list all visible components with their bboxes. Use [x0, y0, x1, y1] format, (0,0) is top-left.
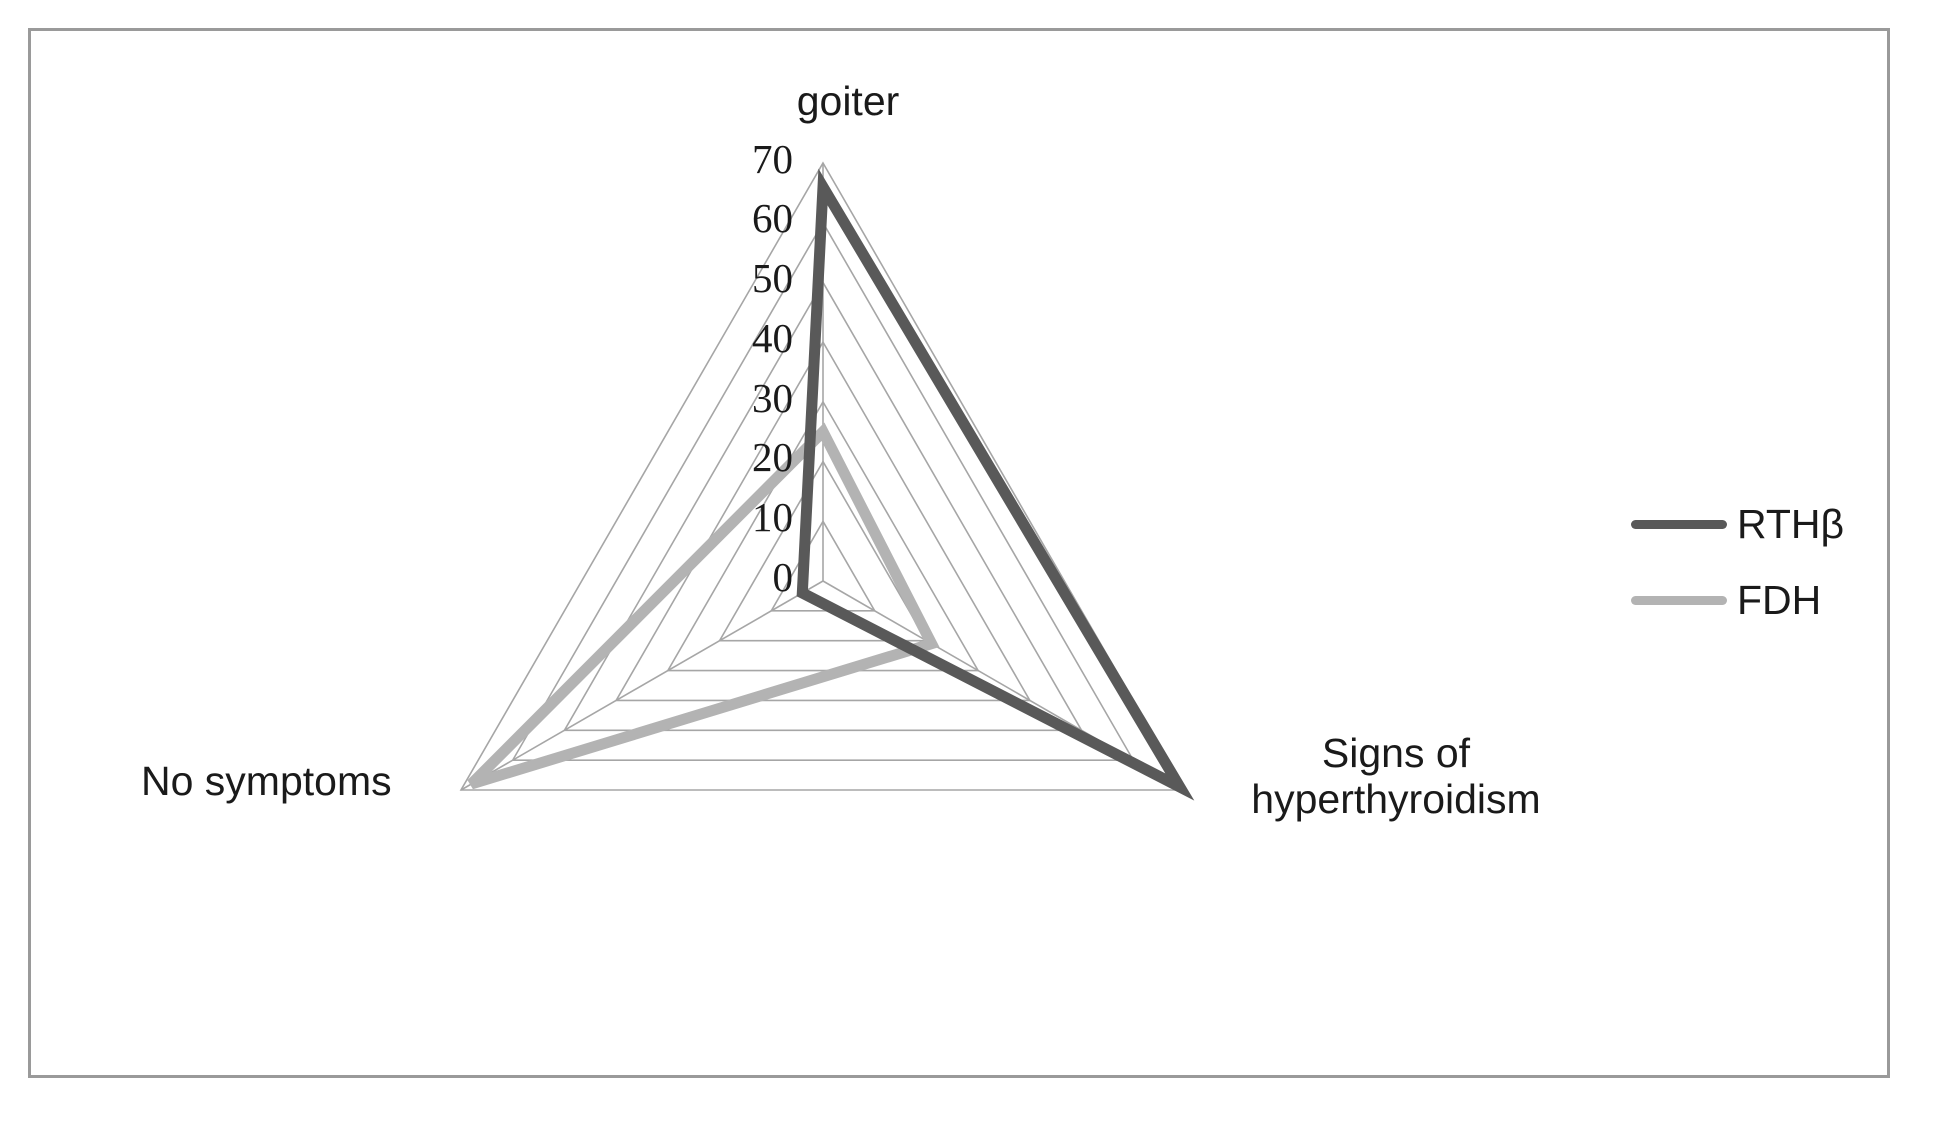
tick-label-30: 30: [752, 375, 793, 421]
grid-ring-40: [614, 340, 1032, 702]
tick-label-50: 50: [752, 255, 793, 301]
radar-plot-area: 70 60 50 40 30 20 10 0 goiter No symptom…: [31, 31, 1893, 1081]
chart-frame: 70 60 50 40 30 20 10 0 goiter No symptom…: [28, 28, 1890, 1078]
radar-spoke-2: [460, 580, 824, 791]
radar-series: [467, 168, 1195, 801]
axis-label-goiter: goiter: [796, 78, 900, 124]
tick-label-20: 20: [752, 434, 793, 480]
radar-chart-svg: [459, 161, 1195, 801]
grid-ring-10: [769, 519, 877, 612]
grid-ring-20: [718, 459, 928, 642]
legend-item-rthb[interactable]: RTHβ: [1631, 486, 1881, 562]
series-polygon-fdh: [467, 422, 940, 790]
axis-label-signs-of-hyperthyroidism: Signs of hyperthyroidism: [1251, 730, 1541, 822]
grid-ring-50: [563, 280, 1083, 732]
tick-label-60: 60: [752, 195, 793, 241]
chart-legend: RTHβ FDH: [1631, 486, 1881, 638]
grid-ring-30: [666, 400, 980, 672]
legend-item-fdh[interactable]: FDH: [1631, 562, 1881, 638]
tick-label-70: 70: [752, 136, 793, 182]
legend-swatch-rthb: [1631, 519, 1727, 529]
legend-label-fdh: FDH: [1737, 576, 1822, 623]
axis-label-no-symptoms: No symptoms: [141, 758, 392, 804]
series-polygon-rth: [796, 168, 1195, 801]
tick-label-40: 40: [752, 315, 793, 361]
tick-label-0: 0: [772, 554, 794, 600]
radar-gridlines: [459, 161, 1187, 791]
legend-swatch-fdh: [1631, 595, 1727, 605]
legend-label-rthb: RTHβ: [1737, 500, 1845, 547]
grid-ring-70: [459, 161, 1187, 791]
tick-label-10: 10: [752, 494, 793, 540]
grid-ring-60: [511, 221, 1135, 761]
